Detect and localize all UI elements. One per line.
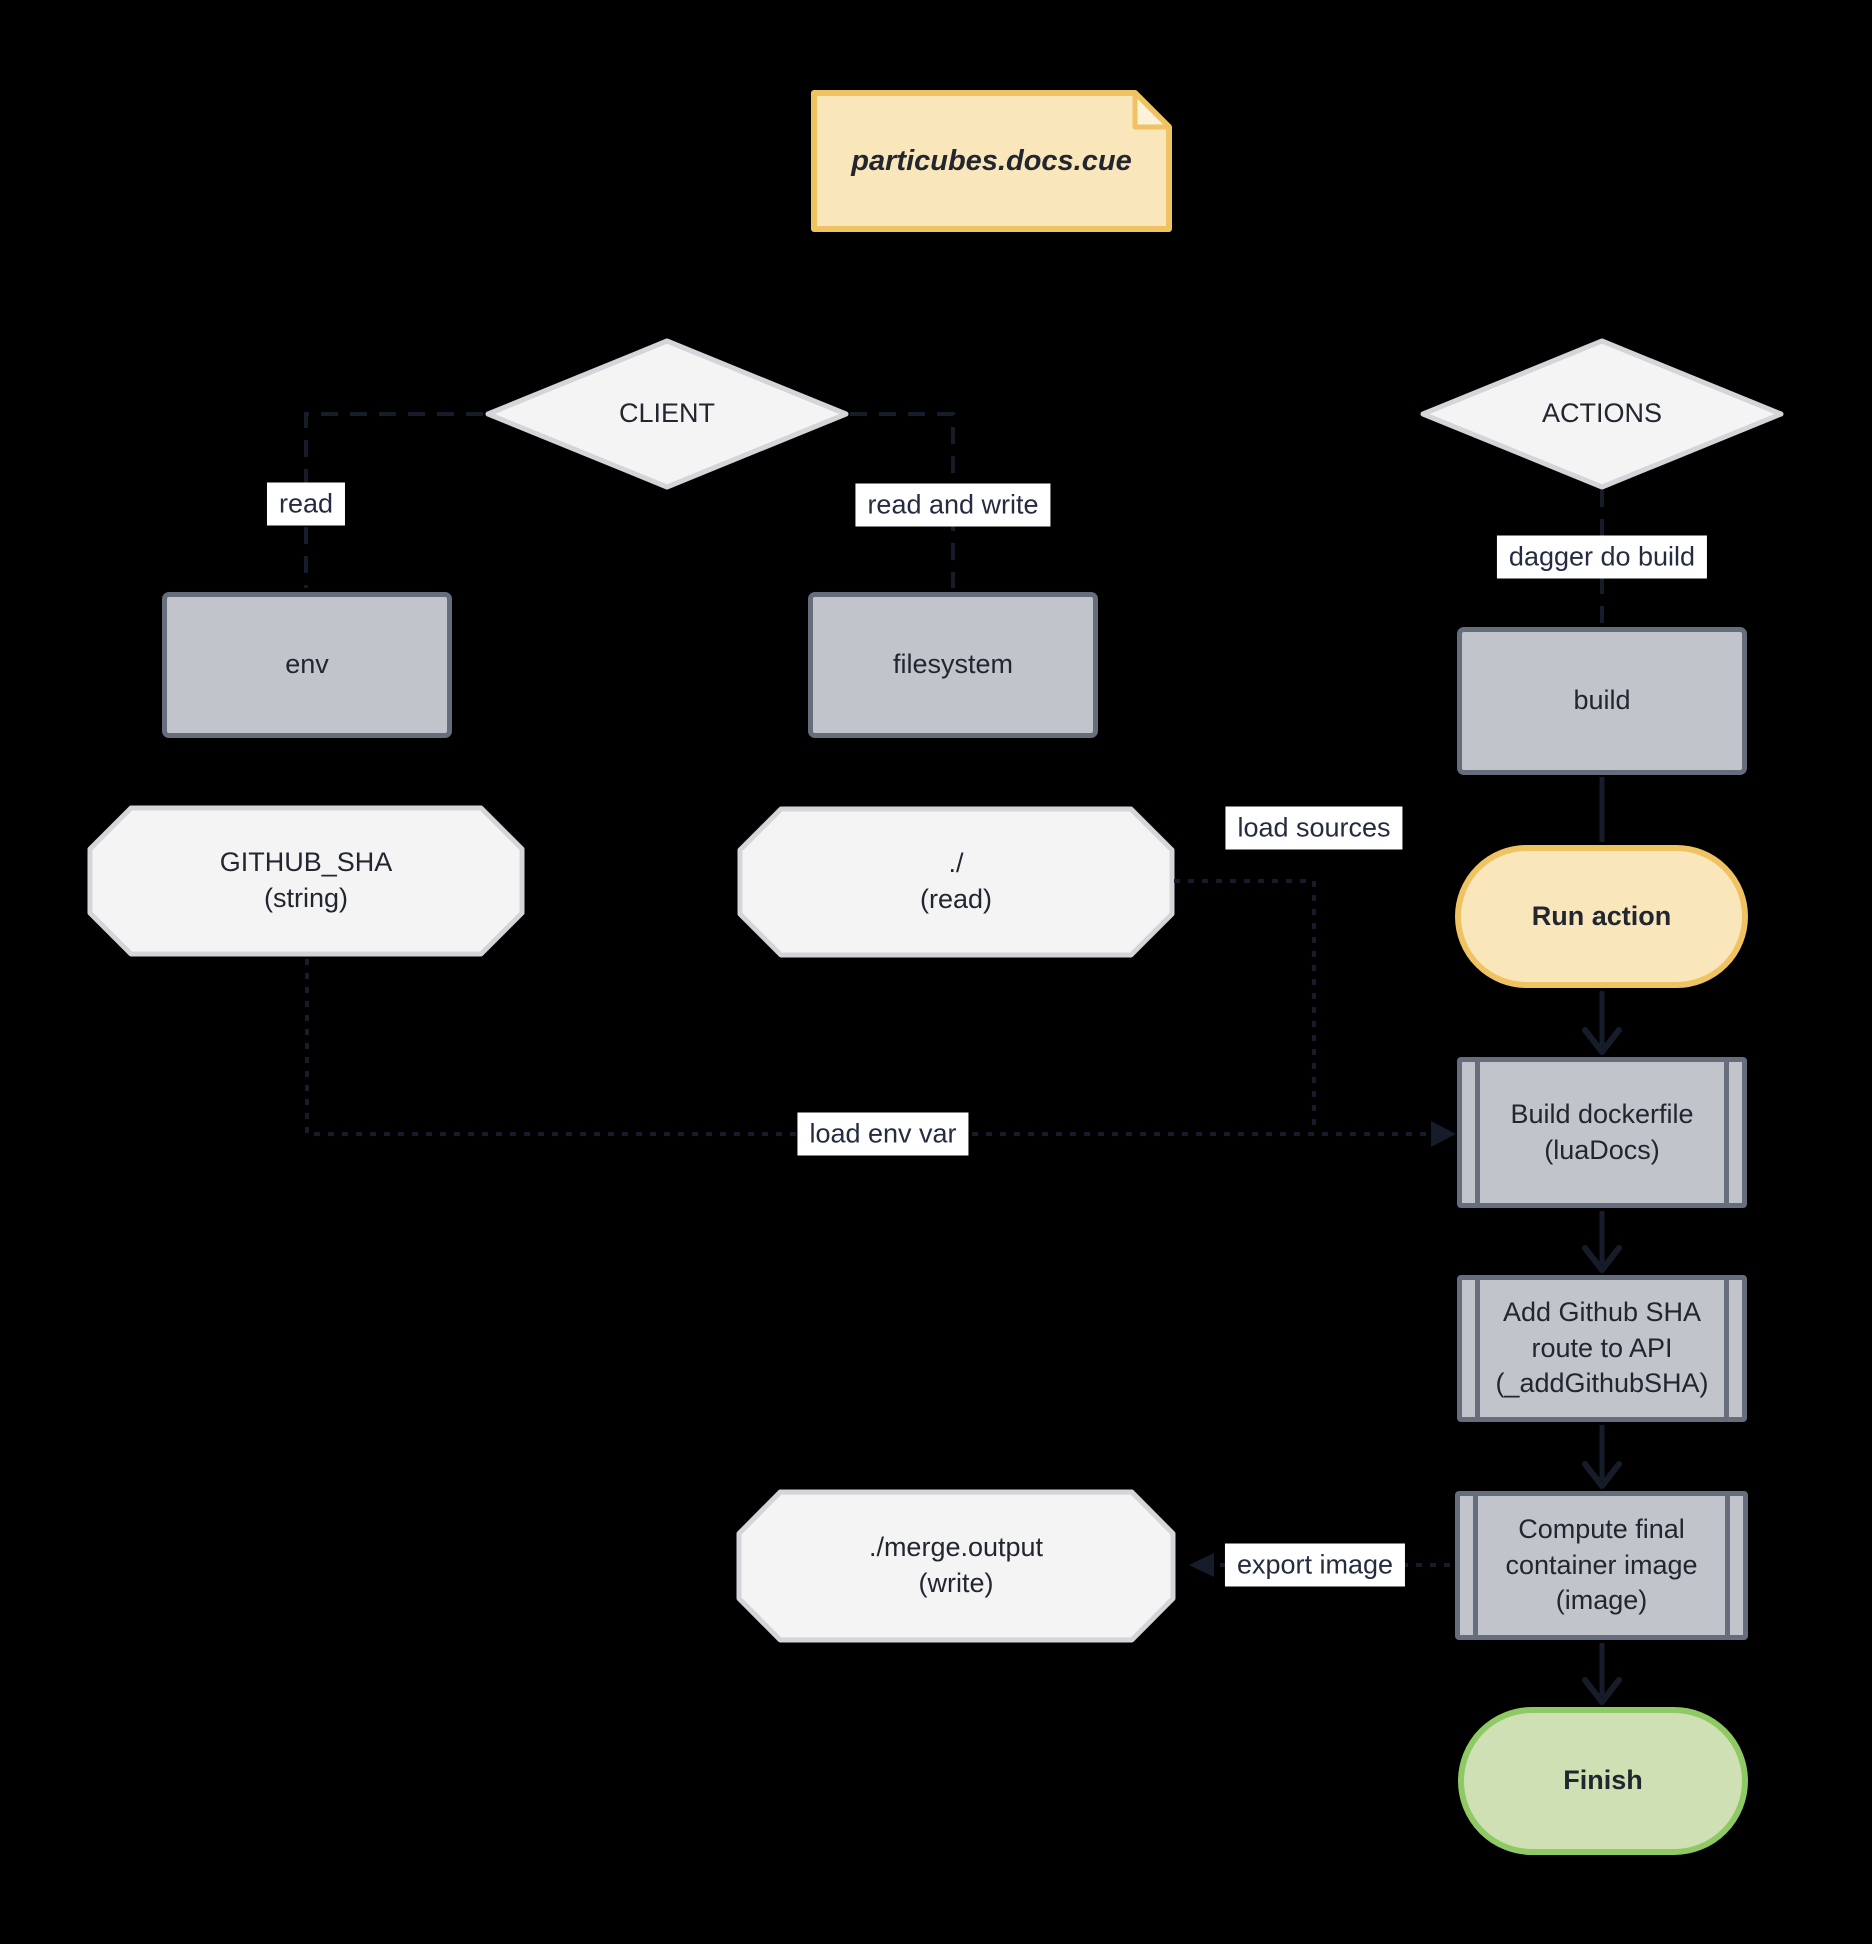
node-filesystem: filesystem — [808, 592, 1098, 738]
octagon-shape — [87, 805, 525, 957]
arrowhead-compute — [1582, 1461, 1622, 1489]
node-finish: Finish — [1458, 1707, 1748, 1855]
diamond-actions: ACTIONS — [1418, 337, 1786, 491]
edge-label-read-and-write: read and write — [855, 483, 1051, 527]
edge-label-load-env-var: load env var — [797, 1112, 969, 1156]
subroutine-bar — [1473, 1496, 1478, 1635]
node-dot-read: ./ (read) — [737, 806, 1175, 958]
node-run-action: Run action — [1455, 845, 1748, 988]
node-merge-output-line2: (write) — [918, 1568, 994, 1598]
arrowhead-addsha — [1582, 1245, 1622, 1273]
node-github-sha-line1: GITHUB_SHA — [219, 847, 393, 878]
diamond-shape — [485, 338, 849, 490]
node-merge-output-line1: ./merge.output — [868, 1532, 1044, 1563]
node-github-sha: GITHUB_SHA (string) — [87, 805, 525, 957]
node-dot-read-line1: ./ — [948, 848, 964, 879]
arrowhead-dockerfile — [1582, 1027, 1622, 1055]
arrowhead-finish — [1582, 1677, 1622, 1705]
node-run-action-label: Run action — [1531, 900, 1672, 931]
node-add-github-sha: Add Github SHA route to API (_addGithubS… — [1457, 1275, 1747, 1422]
diamond-client: CLIENT — [483, 337, 851, 491]
diamond-shape — [1420, 338, 1784, 490]
node-filesystem-label: filesystem — [892, 649, 1014, 680]
arrowhead-export-image — [1189, 1553, 1214, 1577]
edge-label-load-sources: load sources — [1225, 806, 1403, 850]
edge-label-dagger-do-build: dagger do build — [1496, 535, 1708, 579]
arrowhead-load-env-var — [1431, 1121, 1456, 1147]
edge-load-sources — [1174, 879, 1316, 1130]
octagon-shape — [737, 806, 1175, 958]
node-merge-output: ./merge.output (write) — [736, 1489, 1176, 1643]
node-build-dockerfile-line2: (luaDocs) — [1544, 1134, 1660, 1165]
node-build-label: build — [1573, 685, 1631, 716]
subroutine-bar — [1724, 1062, 1729, 1203]
edge-load-env-var — [305, 959, 1432, 1136]
subroutine-bar — [1475, 1280, 1480, 1417]
node-add-github-sha-line3: (_addGithubSHA) — [1495, 1368, 1709, 1399]
edge-label-export-image: export image — [1224, 1543, 1406, 1587]
edge-label-read: read — [266, 482, 346, 526]
node-env: env — [162, 592, 452, 738]
node-add-github-sha-line1: Add Github SHA — [1502, 1297, 1702, 1328]
node-build: build — [1457, 627, 1747, 775]
node-add-github-sha-line2: route to API — [1531, 1332, 1673, 1363]
node-build-dockerfile: Build dockerfile (luaDocs) — [1457, 1057, 1747, 1208]
node-dot-read-line2: (read) — [919, 884, 993, 914]
note-label: particubes.docs.cue — [851, 144, 1132, 177]
node-compute-image-line1: Compute final — [1518, 1514, 1685, 1545]
diamond-actions-label: ACTIONS — [1541, 398, 1662, 429]
subroutine-bar — [1725, 1496, 1730, 1635]
node-env-label: env — [285, 649, 329, 680]
subroutine-bar — [1724, 1280, 1729, 1417]
octagon-shape — [736, 1489, 1176, 1643]
node-build-dockerfile-line1: Build dockerfile — [1510, 1098, 1694, 1129]
node-finish-label: Finish — [1563, 1765, 1643, 1796]
node-compute-image: Compute final container image (image) — [1455, 1491, 1748, 1640]
node-compute-image-line2: container image — [1505, 1549, 1698, 1580]
node-compute-image-line3: (image) — [1555, 1585, 1648, 1616]
note-particubes-docs-cue: particubes.docs.cue — [808, 87, 1175, 235]
note-shape — [811, 90, 1172, 232]
diamond-client-label: CLIENT — [618, 398, 716, 429]
subroutine-bar — [1475, 1062, 1480, 1203]
node-github-sha-line2: (string) — [263, 883, 348, 913]
